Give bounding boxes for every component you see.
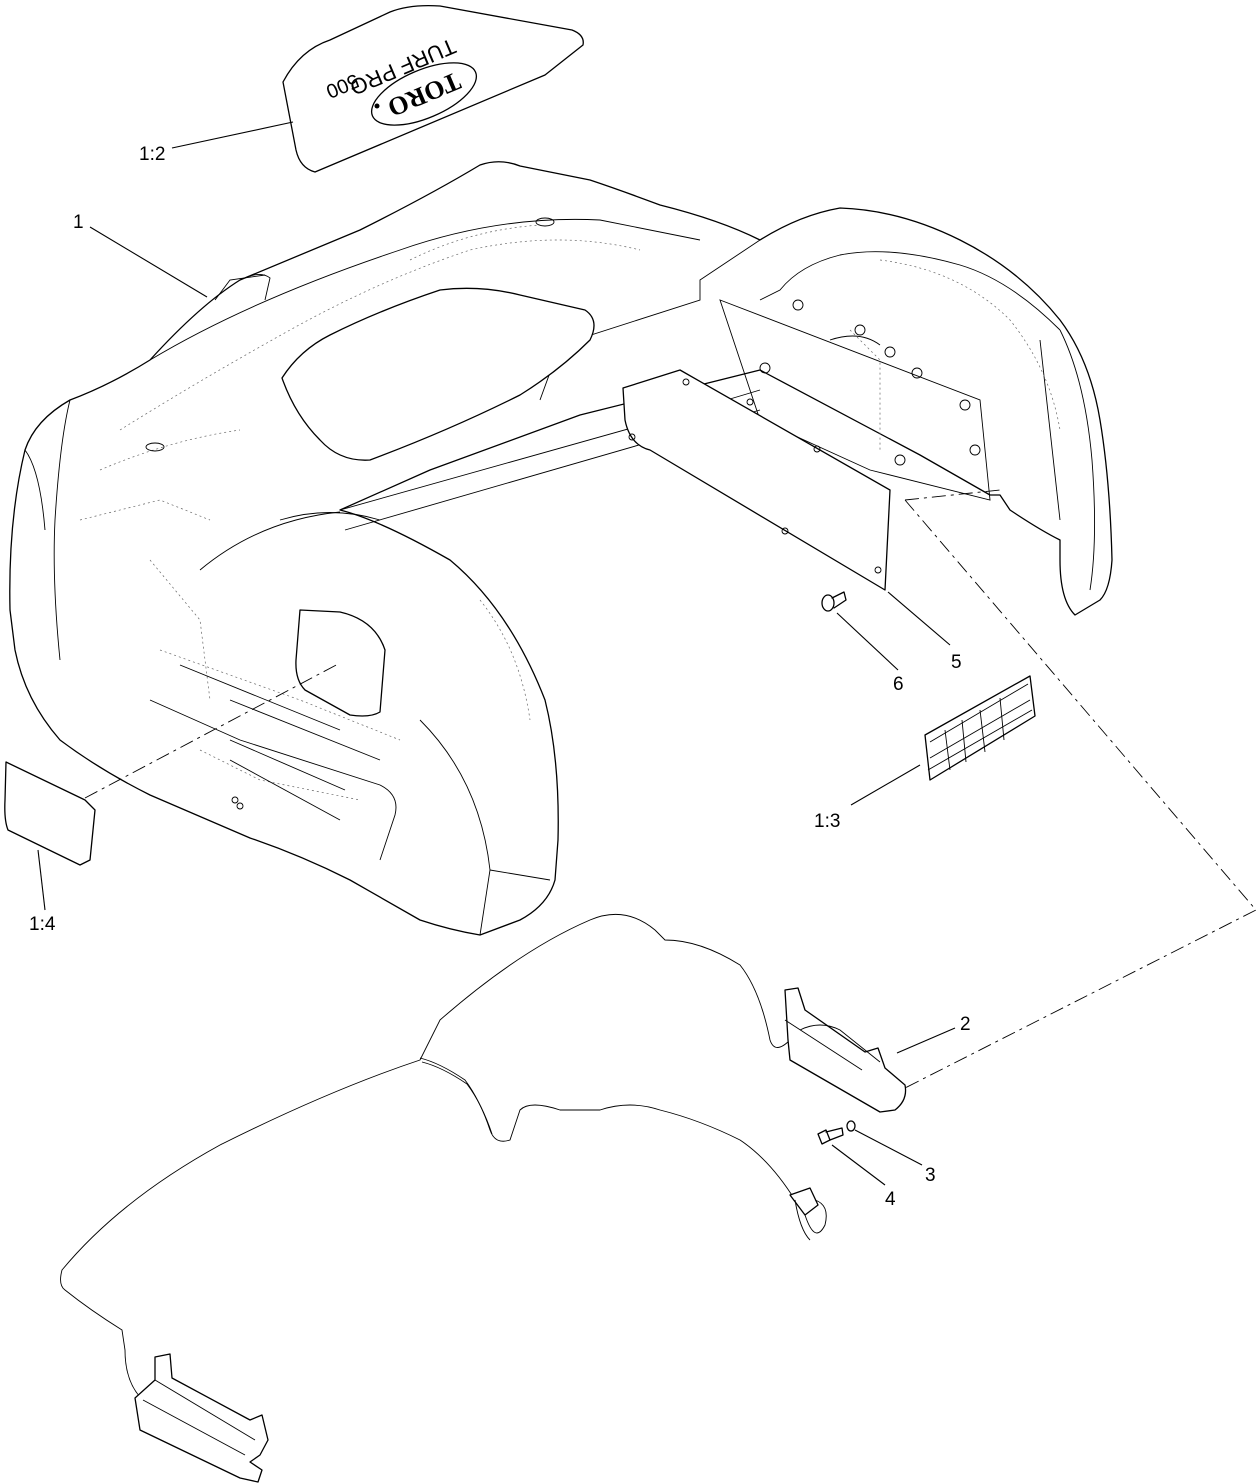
callout-1-2: 1:2 — [139, 144, 165, 165]
leader-1-2 — [171, 121, 294, 149]
hood-decal: TORO TURF PRO 500 — [282, 4, 584, 173]
leader-6 — [836, 612, 899, 671]
callout-1-3: 1:3 — [814, 811, 840, 832]
side-window-decal — [4, 761, 96, 866]
leader-4 — [831, 1144, 886, 1186]
bracket-2 — [784, 987, 907, 1113]
leader-1-4 — [37, 849, 46, 911]
hood-body — [9, 161, 1113, 936]
side-panel — [622, 369, 891, 591]
callout-4: 4 — [885, 1189, 896, 1210]
leader-2 — [896, 1027, 956, 1054]
leader-3 — [854, 1129, 923, 1166]
phantom-line-decal — [84, 662, 341, 799]
leader-1 — [89, 226, 208, 298]
callout-5: 5 — [951, 652, 962, 673]
callout-1: 1 — [73, 212, 84, 233]
leader-5 — [887, 591, 951, 646]
leader-1-3 — [850, 764, 921, 806]
callout-1-4: 1:4 — [29, 914, 56, 935]
callout-3: 3 — [925, 1165, 936, 1186]
callout-6: 6 — [893, 674, 904, 695]
nut-3 — [846, 1120, 856, 1132]
bracket-lower — [134, 1353, 269, 1483]
callout-2: 2 — [960, 1014, 971, 1035]
bolt-4 — [817, 1127, 844, 1145]
phantom-line-bracket — [904, 489, 1257, 1089]
safety-decal — [924, 675, 1036, 781]
connector — [789, 1187, 827, 1241]
screw-6 — [821, 591, 847, 612]
